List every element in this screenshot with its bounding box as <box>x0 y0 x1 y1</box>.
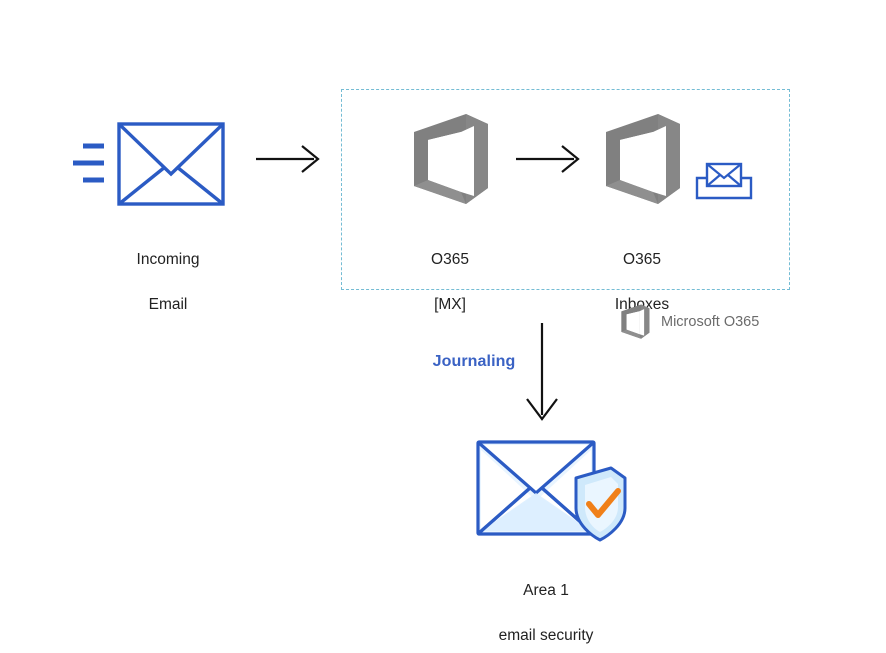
legend-microsoft-o365: Microsoft O365 <box>618 303 759 341</box>
arrow-right-icon <box>256 145 320 173</box>
o365-mx-caption: O365 [MX] <box>385 227 515 339</box>
o365-boundary-box <box>341 89 790 290</box>
arrow-mx-to-inboxes <box>516 143 582 175</box>
arrow-down-icon <box>526 323 558 421</box>
o365-mx-node <box>406 110 494 210</box>
journaling-label: Journaling <box>432 353 516 370</box>
motion-lines-icon <box>73 143 104 183</box>
o365-mx-caption-line1: O365 <box>431 251 469 269</box>
arrow-journaling-down <box>520 323 564 423</box>
o365-inboxes-caption-line1: O365 <box>623 251 661 269</box>
incoming-email-caption-line2: Email <box>148 296 188 314</box>
o365-mx-caption-line2: [MX] <box>434 296 466 314</box>
arrow-right-icon <box>516 145 580 173</box>
legend-label: Microsoft O365 <box>661 314 760 330</box>
incoming-email-icon-svg <box>73 122 225 206</box>
area1-caption-line1: Area 1 <box>523 582 569 600</box>
office365-logo-icon <box>606 114 680 204</box>
office365-logo-icon <box>414 114 488 204</box>
area1-email-security-node <box>472 436 632 546</box>
shield-icon <box>574 466 627 542</box>
incoming-email-caption: Incoming Email <box>103 227 233 339</box>
email-shield-icon <box>476 440 627 542</box>
area1-caption: Area 1 email security <box>472 558 620 653</box>
incoming-email-group <box>70 118 230 210</box>
incoming-email-caption-line1: Incoming <box>136 251 200 269</box>
o365-inboxes-node <box>598 110 686 210</box>
o365-inbox-badge <box>694 160 754 202</box>
arrow-incoming-to-mx <box>256 143 322 175</box>
envelope-icon <box>117 122 225 206</box>
office365-logo-icon <box>621 304 650 339</box>
area1-caption-line2: email security <box>498 627 594 645</box>
inbox-tray-icon <box>695 162 753 200</box>
